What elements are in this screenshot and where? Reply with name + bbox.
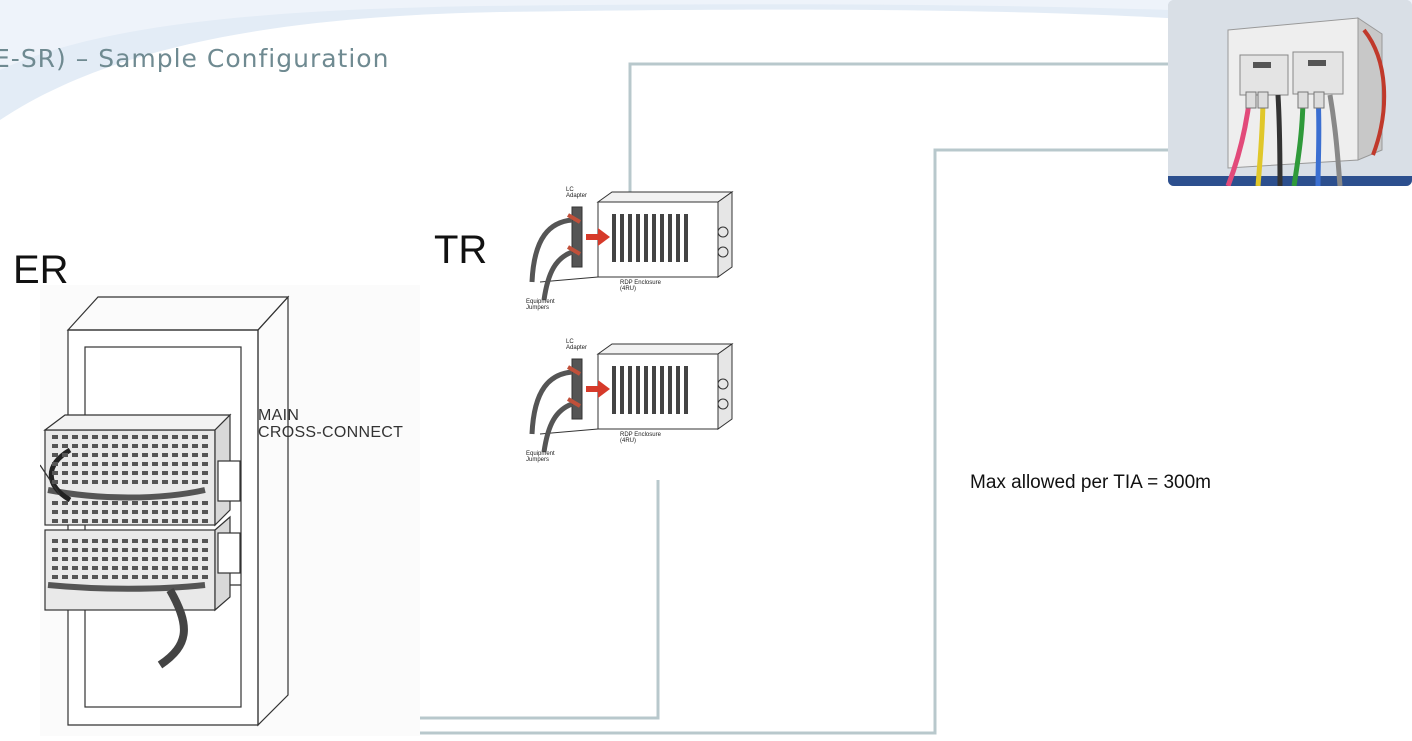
outlet-drawing [1168, 0, 1412, 186]
max-distance-note: Max allowed per TIA = 300m [970, 472, 1211, 493]
tr-label: TR [434, 228, 488, 272]
rdp-enclosure-label: RDP Enclosure (4RU) [620, 432, 661, 445]
enclosure-drawing [529, 191, 734, 301]
equipment-jumpers-label: Equipment Jumpers [526, 299, 555, 312]
equipment-jumpers-label: Equipment Jumpers [526, 451, 555, 464]
main-cross-connect-label: MAIN CROSS-CONNECT [258, 407, 404, 441]
slide-title: E-SR) – Sample Configuration [0, 44, 390, 73]
enclosure-drawing [529, 343, 734, 453]
er-label: ER [13, 248, 69, 292]
rdp-enclosure-label: RDP Enclosure (4RU) [620, 280, 661, 293]
tr-enclosure-lower: LC Adapter RDP Enclosure (4RU) Equipment… [520, 334, 742, 464]
lc-adapter-label: LC Adapter [566, 187, 588, 200]
tr-enclosure-upper: LC Adapter RDP Enclosure (4RU) Equipment… [520, 182, 742, 312]
lc-adapter-label: LC Adapter [566, 339, 588, 352]
rack-drawing [39, 295, 290, 727]
fiber-line-tr-to-outlet [628, 62, 1172, 195]
er-rack-illustration: MAIN CROSS-CONNECT [39, 285, 420, 736]
wall-outlet-photo [1168, 0, 1412, 186]
